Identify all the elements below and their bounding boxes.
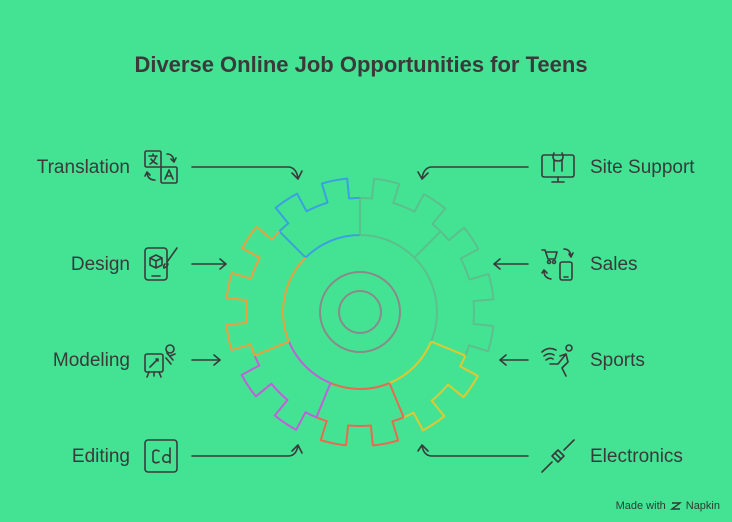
cable-plug-icon	[541, 439, 575, 473]
arrow-electronics	[417, 444, 529, 457]
gear-segment-blue-hub-arc	[304, 234, 361, 259]
gear-segment-red-hub-arc	[330, 382, 390, 390]
arrow-sports	[499, 354, 529, 366]
arrow-site-support	[417, 166, 529, 180]
modeling-icon	[144, 344, 176, 378]
gear-segment-blue-outline	[274, 177, 360, 233]
arrow-modeling	[191, 354, 221, 366]
gear-spoke	[430, 340, 466, 357]
label-sports: Sports	[590, 350, 645, 371]
gear-segment-yellow-outline	[403, 355, 479, 432]
monitor-wrench-icon	[541, 152, 575, 183]
label-editing: Editing	[71, 446, 130, 467]
made-with-text: Made with	[615, 500, 666, 512]
gear-segment-orange-outline	[225, 225, 281, 357]
label-electronics: Electronics	[590, 446, 683, 467]
label-modeling: Modeling	[52, 350, 130, 371]
brand-name: Napkin	[685, 500, 720, 512]
gear-spoke	[254, 340, 290, 357]
gear-segment-magenta-hub-arc	[287, 341, 331, 385]
gear-segment-magenta-outline	[240, 355, 317, 431]
gear-segment-yellow-hub-arc	[389, 341, 433, 385]
label-translation: Translation	[36, 157, 130, 178]
design-tablet-icon	[144, 247, 178, 281]
gear-spoke	[278, 230, 307, 259]
translation-icon	[144, 150, 178, 184]
runner-icon	[541, 344, 573, 377]
gear-spoke	[315, 382, 332, 418]
gear-segment-green-outline	[360, 177, 447, 233]
gear-segment-red-outline	[315, 416, 405, 447]
gear-inner-ring	[319, 271, 401, 353]
gear	[225, 177, 495, 447]
cart-phone-icon	[541, 248, 574, 281]
arrow-sales	[493, 258, 529, 270]
branding-footer: Made with Napkin	[616, 500, 720, 512]
cd-editing-icon	[144, 439, 178, 473]
arrow-translation	[191, 166, 303, 180]
arrow-design	[191, 258, 227, 270]
gear-segment-green-hub-arc	[413, 256, 438, 342]
gear-segment-orange-hub-arc	[282, 256, 307, 342]
page-title: Diverse Online Job Opportunities for Tee…	[134, 52, 588, 77]
arrow-editing	[191, 444, 303, 457]
gear-segment-green-hub-arc	[359, 234, 416, 259]
label-sales: Sales	[590, 254, 638, 275]
gear-spoke	[413, 230, 442, 259]
napkin-logo-icon	[669, 502, 682, 510]
gear-center-ring	[338, 290, 382, 334]
gear-segment-green-outline	[439, 226, 495, 357]
label-design: Design	[70, 254, 130, 275]
label-site-support: Site Support	[590, 157, 695, 178]
gear-spoke	[388, 382, 405, 418]
